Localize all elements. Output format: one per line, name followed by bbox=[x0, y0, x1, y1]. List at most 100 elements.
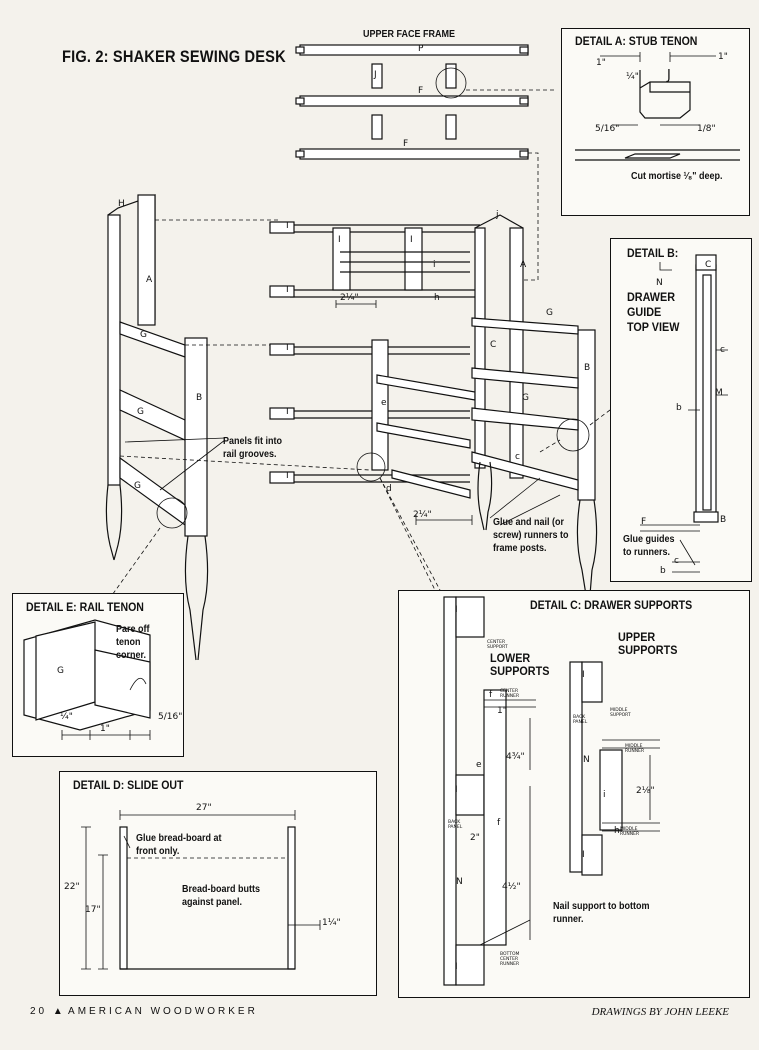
part-letter-i-5: I bbox=[286, 471, 289, 481]
detail-c-nail-note: Nail support to bottom runner. bbox=[553, 901, 650, 925]
detail-a-dim-eighth: 1/8" bbox=[697, 124, 716, 134]
detail-b-letter-c-upper: C bbox=[705, 260, 712, 270]
upper-face-frame-label: UPPER FACE FRAME bbox=[363, 29, 456, 40]
detail-c-middle-runner: MIDDLE RUNNER bbox=[625, 744, 645, 754]
detail-a-dim-5-16: 5/16" bbox=[595, 124, 620, 134]
detail-d-height-inner: 17" bbox=[85, 905, 101, 915]
detail-c-letter-f-2: f bbox=[497, 818, 501, 828]
detail-d-note-glue: Glue bread-board at front only. bbox=[136, 833, 222, 857]
detail-c-center-runner: CENTER RUNNER bbox=[500, 689, 520, 699]
part-letter-i-1: I bbox=[286, 221, 289, 231]
detail-c-letter-i-3: I bbox=[455, 962, 458, 972]
detail-b-letter-b: b bbox=[676, 403, 682, 413]
detail-e-dim-5-16: 5/16" bbox=[158, 712, 183, 722]
detail-c-title: DETAIL C: DRAWER SUPPORTS bbox=[530, 598, 693, 612]
dim-2-quarter-lower: 2¼" bbox=[413, 510, 432, 520]
detail-d-box bbox=[59, 771, 377, 996]
detail-b-letter-f: F bbox=[641, 517, 647, 527]
part-letter-i-4: I bbox=[286, 407, 289, 417]
part-letter-c-small: c bbox=[515, 452, 520, 462]
detail-d-width: 27" bbox=[196, 803, 212, 813]
part-letter-g-2: G bbox=[137, 407, 144, 417]
detail-b-letter-b-upper: B bbox=[720, 515, 727, 525]
part-letter-c-right: C bbox=[490, 340, 497, 350]
part-letter-a-right: A bbox=[520, 260, 527, 270]
detail-c-letter-n-lower: N bbox=[456, 877, 463, 887]
part-letter-p: P bbox=[418, 44, 424, 54]
detail-e-dim-1in: 1" bbox=[100, 724, 110, 734]
detail-c-letter-f-1: f bbox=[489, 690, 493, 700]
detail-b-subtitle-1: DRAWER bbox=[627, 290, 676, 304]
part-letter-e: e bbox=[381, 398, 387, 408]
part-letter-f-upper: F bbox=[418, 86, 424, 96]
detail-c-dim-3: 2" bbox=[470, 833, 480, 843]
detail-c-upper-supports: UPPER SUPPORTS bbox=[618, 630, 678, 657]
detail-a-note: Cut mortise ¹⁄₈" deep. bbox=[631, 171, 723, 182]
detail-e-title: DETAIL E: RAIL TENON bbox=[26, 600, 144, 614]
part-letter-h-small: h bbox=[434, 293, 440, 303]
detail-b-note: Glue guides to runners. bbox=[623, 534, 675, 558]
part-letter-g-right: G bbox=[546, 308, 553, 318]
part-letter-g-mid: G bbox=[522, 393, 529, 403]
detail-b-subtitle-2: GUIDE bbox=[627, 305, 662, 319]
detail-c-letter-n-upper: N bbox=[583, 755, 590, 765]
detail-e-part-g: G bbox=[57, 666, 64, 676]
detail-c-letter-i-1: I bbox=[455, 605, 458, 615]
detail-c-back-panel-upper: BACK PANEL bbox=[573, 715, 588, 725]
detail-b-letter-m: M bbox=[715, 388, 723, 398]
detail-e-dim-quarter: ¼" bbox=[60, 712, 73, 722]
part-letter-j: J bbox=[374, 70, 377, 80]
part-letter-i-small: i bbox=[433, 260, 436, 270]
part-letter-i-3: I bbox=[286, 343, 289, 353]
detail-b-letter-c: c bbox=[720, 345, 725, 355]
page-footer-left: 20 ▲ AMERICAN WOODWORKER bbox=[30, 1006, 258, 1017]
triangle-icon: ▲ bbox=[52, 1006, 63, 1017]
detail-c-letter-h: h bbox=[614, 826, 620, 836]
magazine-name: AMERICAN WOODWORKER bbox=[68, 1006, 258, 1017]
part-letter-f-lower: F bbox=[403, 139, 409, 149]
detail-c-bottom-center-runner: BOTTOM CENTER RUNNER bbox=[500, 952, 520, 967]
detail-c-dim-1: 1" bbox=[497, 706, 507, 716]
detail-a-box bbox=[561, 28, 750, 216]
part-letter-j-small: j bbox=[496, 210, 499, 220]
glue-runners-note: Glue and nail (or screw) runners to fram… bbox=[493, 517, 569, 554]
detail-b-subtitle-3: TOP VIEW bbox=[627, 320, 680, 334]
detail-a-part-j: J bbox=[667, 68, 671, 83]
detail-e-note: Pare off tenon corner. bbox=[116, 624, 150, 661]
drawing-credit: DRAWINGS BY JOHN LEEKE bbox=[591, 1006, 729, 1018]
detail-c-letter-i-upper-1: I bbox=[582, 670, 585, 680]
detail-c-dim-5: 2⅛" bbox=[636, 786, 655, 796]
part-letter-b-right: B bbox=[584, 363, 591, 373]
part-letter-h-top: H bbox=[118, 199, 125, 209]
part-letter-a-left: A bbox=[146, 275, 153, 285]
detail-a-dim-1in-left: 1" bbox=[596, 58, 606, 68]
detail-c-letter-i-upper-2: I bbox=[582, 850, 585, 860]
figure-title: FIG. 2: SHAKER SEWING DESK bbox=[62, 47, 286, 66]
detail-c-middle-runner-2: MIDDLE RUNNER bbox=[620, 827, 640, 837]
detail-d-height-outer: 22" bbox=[64, 882, 80, 892]
part-letter-i-center-2: I bbox=[410, 235, 413, 245]
part-letter-i-2: I bbox=[286, 285, 289, 295]
dim-2-quarter-upper: 2¼" bbox=[340, 293, 359, 303]
detail-c-dim-4: 4½" bbox=[502, 882, 521, 892]
detail-c-center-support: CENTER SUPPORT bbox=[487, 640, 508, 650]
detail-b-letter-b-lower: b bbox=[660, 566, 666, 576]
detail-c-letter-i-2: I bbox=[455, 785, 458, 795]
detail-c-letter-i-small: i bbox=[603, 790, 606, 800]
upper-face-frame-drawing bbox=[295, 44, 555, 281]
part-letter-g-3: G bbox=[134, 481, 141, 491]
page-number: 20 bbox=[30, 1006, 48, 1017]
detail-d-title: DETAIL D: SLIDE OUT bbox=[73, 778, 184, 792]
part-letter-g-1: G bbox=[140, 330, 147, 340]
detail-c-lower-supports: LOWER SUPPORTS bbox=[490, 651, 550, 678]
left-side-frame-drawing bbox=[105, 194, 371, 661]
detail-a-title: DETAIL A: STUB TENON bbox=[575, 34, 698, 48]
detail-c-back-panel-lower: BACK PANEL bbox=[448, 820, 463, 830]
detail-c-middle-support: MIDDLE SUPPORT bbox=[610, 708, 631, 718]
panels-note: Panels fit into rail grooves. bbox=[223, 436, 283, 460]
detail-b-letter-n: N bbox=[656, 278, 663, 288]
case-frame-drawing bbox=[269, 214, 611, 596]
detail-b-title: DETAIL B: bbox=[627, 246, 679, 260]
